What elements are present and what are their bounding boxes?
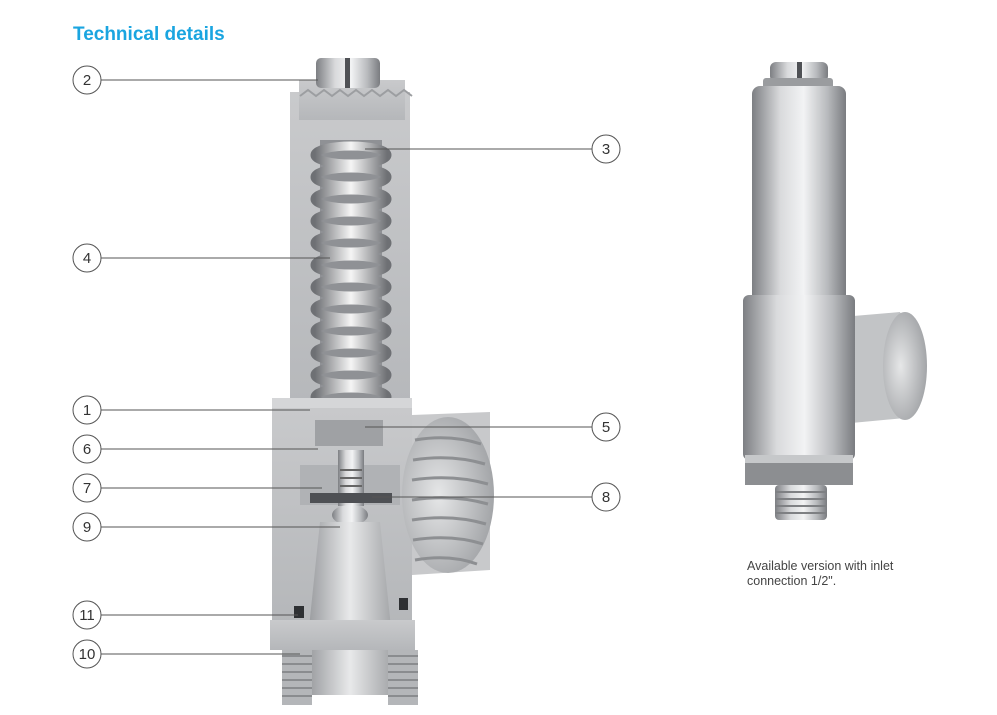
seal [310,493,392,503]
svg-text:7: 7 [83,480,91,497]
ext-bonnet [752,86,846,311]
external-view [743,62,927,520]
spring-plate [315,420,383,446]
callout-6: 6 [72,434,102,464]
image-caption: Available version with inlet connection … [747,559,894,588]
svg-text:2: 2 [83,72,91,89]
svg-text:11: 11 [79,607,95,624]
nozzle-bore [302,522,398,695]
callout-8: 8 [591,482,621,512]
svg-text:1: 1 [83,402,91,419]
callout-2: 2 [72,65,102,95]
callout-9: 9 [72,512,102,542]
svg-text:8: 8 [602,489,610,506]
callouts: 2 4 1 6 7 9 11 10 3 5 8 [72,65,621,669]
outlet-thread [402,417,494,573]
svg-text:9: 9 [83,519,91,536]
svg-text:3: 3 [602,141,610,158]
callout-7: 7 [72,473,102,503]
callout-4: 4 [72,243,102,273]
svg-text:5: 5 [602,419,610,436]
callout-3: 3 [591,134,621,164]
svg-text:6: 6 [83,441,91,458]
callout-10: 10 [72,639,102,669]
section-view [270,58,494,705]
ext-inlet-thread [775,485,827,520]
spring [310,141,392,411]
o-ring [294,606,304,618]
svg-text:10: 10 [79,646,96,663]
page-title: Technical details [73,24,225,45]
ext-body [743,295,855,460]
callout-11: 11 [72,600,102,630]
callout-5: 5 [591,412,621,442]
screw-slot [345,58,350,88]
callout-1: 1 [72,395,102,425]
ball [332,505,368,525]
svg-text:4: 4 [83,250,91,267]
